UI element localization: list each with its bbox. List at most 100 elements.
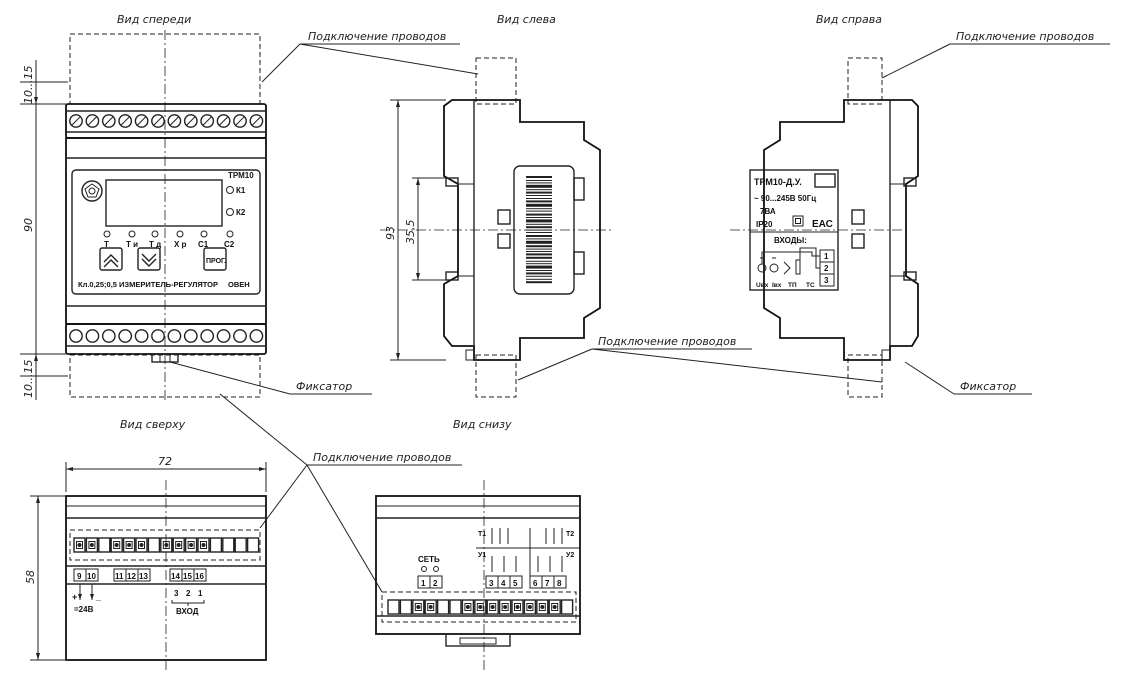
screw-dot-icon xyxy=(527,605,532,609)
front-body xyxy=(65,137,267,325)
top-wire-zone xyxy=(69,529,261,561)
bottom-view: СЕТЬ 1 2 3 4 5 6 7 8 Т1 Т2 У1 У2 xyxy=(375,480,581,672)
left-clip-bottom xyxy=(445,271,459,281)
callout-wires-top: Подключение проводов xyxy=(313,451,451,464)
bottom-terminals xyxy=(387,599,574,615)
bottom-term-2-box xyxy=(429,575,443,589)
up-button[interactable] xyxy=(99,247,123,271)
terminal-slot xyxy=(135,537,148,553)
barcode-bar xyxy=(526,275,552,277)
output-symbols xyxy=(491,528,563,572)
dim-top-depth: 58 xyxy=(24,570,37,584)
bottom-t2: Т2 xyxy=(566,531,574,538)
label-eac: ЕАС xyxy=(812,219,833,230)
screw-dot-icon xyxy=(189,543,194,547)
led-label-c2: С2 xyxy=(224,240,235,249)
brand-logo-icon xyxy=(81,180,103,202)
led-label-t: Т xyxy=(104,240,109,249)
barcode-bar xyxy=(526,182,552,184)
label-model-box xyxy=(814,173,836,188)
label-in-i: Iвх xyxy=(772,282,782,289)
terminal-slot xyxy=(399,599,413,615)
bottom-term-7: 7 xyxy=(545,579,550,588)
right-wire-zone-top xyxy=(847,57,883,105)
barcode-bar xyxy=(526,195,552,196)
top-term-16-box xyxy=(193,568,207,582)
terminal-screw-icon xyxy=(101,114,116,128)
barcode-bar xyxy=(526,219,552,223)
top-plus: + xyxy=(72,592,77,602)
label-model: ТРМ10-Д.У. xyxy=(754,177,802,187)
top-in-3: 3 xyxy=(174,589,179,598)
left-view: 93 35,5 xyxy=(380,57,612,398)
terminal-slot xyxy=(436,599,450,615)
bottom-u1: У1 xyxy=(478,552,486,559)
led-label-ti: Т и xyxy=(126,240,138,249)
screw-dot-icon xyxy=(515,605,520,609)
led-c1 xyxy=(200,230,208,238)
leader-wires-mid-a xyxy=(517,348,593,381)
led-k2 xyxy=(226,208,234,216)
led-label-td: Т д xyxy=(149,240,161,249)
barcode-bar xyxy=(526,235,552,237)
dim-rail: 35,5 xyxy=(404,220,417,245)
callout-latch-right: Фиксатор xyxy=(960,380,1016,393)
barcode-bar xyxy=(526,272,552,275)
right-clip-top xyxy=(903,177,917,187)
left-wire-zone-top xyxy=(475,57,517,105)
bottom-latch xyxy=(445,633,511,647)
bottom-term-2: 2 xyxy=(433,579,438,588)
top-term-13-box xyxy=(137,568,151,582)
label-in-u: Uвх xyxy=(756,282,769,289)
brand-logo-pentagon xyxy=(84,183,100,198)
top-in-2: 2 xyxy=(186,589,191,598)
terminal-screw-icon xyxy=(118,329,133,343)
bottom-term-5: 5 xyxy=(513,579,518,588)
led-k1 xyxy=(226,186,234,194)
terminal-slot xyxy=(424,599,437,615)
terminal-slot xyxy=(486,599,499,615)
bottom-term-3: 3 xyxy=(489,579,494,588)
right-wire-zone-bottom xyxy=(847,354,883,398)
terminal-slot xyxy=(412,599,425,615)
barcode-bar xyxy=(526,232,552,233)
bottom-term-8-box xyxy=(553,575,567,589)
down-button[interactable] xyxy=(137,247,161,271)
barcode-bar xyxy=(526,270,552,271)
prog-button[interactable] xyxy=(203,247,227,271)
top-term-16: 16 xyxy=(195,572,204,581)
leader-latch-front xyxy=(169,361,291,395)
terminal-screw-icon xyxy=(183,329,198,343)
led-ti xyxy=(128,230,136,238)
barcode xyxy=(526,176,552,284)
callout-wires-front: Подключение проводов xyxy=(308,30,446,43)
product-label xyxy=(749,169,839,291)
terminal-slot xyxy=(449,599,462,615)
prog-button-label: ПРОГ. xyxy=(206,258,226,265)
title-bottom-view: Вид снизу xyxy=(453,418,512,431)
terminal-screw-icon xyxy=(118,114,133,128)
terminal-slot xyxy=(560,599,574,615)
front-footer: Кл.0,25;0,5 ИЗМЕРИТЕЛЬ-РЕГУЛЯТОР xyxy=(78,280,218,289)
callout-wires-mid: Подключение проводов xyxy=(598,335,736,348)
top-vhod: ВХОД xyxy=(176,607,199,616)
front-brand: ОВЕН xyxy=(228,280,250,289)
top-term-13: 13 xyxy=(139,572,148,581)
terminal-screw-icon xyxy=(249,114,264,128)
label-k1: К1 xyxy=(236,186,246,195)
screw-dot-icon xyxy=(89,543,94,547)
terminal-screw-icon xyxy=(151,114,165,128)
barcode-bar xyxy=(526,260,552,262)
terminal-screw-icon xyxy=(85,114,100,128)
label-inputs: ВХОДЫ: xyxy=(774,236,807,245)
screw-dot-icon xyxy=(490,605,495,609)
barcode-bar xyxy=(526,203,552,207)
top-power: =24В xyxy=(74,605,94,614)
screw-dot-icon xyxy=(465,605,470,609)
terminal-slot xyxy=(222,537,235,553)
label-in-tp: ТП xyxy=(788,282,797,289)
leader-wires-top-c xyxy=(219,393,308,466)
barcode-bar xyxy=(526,238,552,240)
led-label-xp: Х р xyxy=(174,240,187,249)
